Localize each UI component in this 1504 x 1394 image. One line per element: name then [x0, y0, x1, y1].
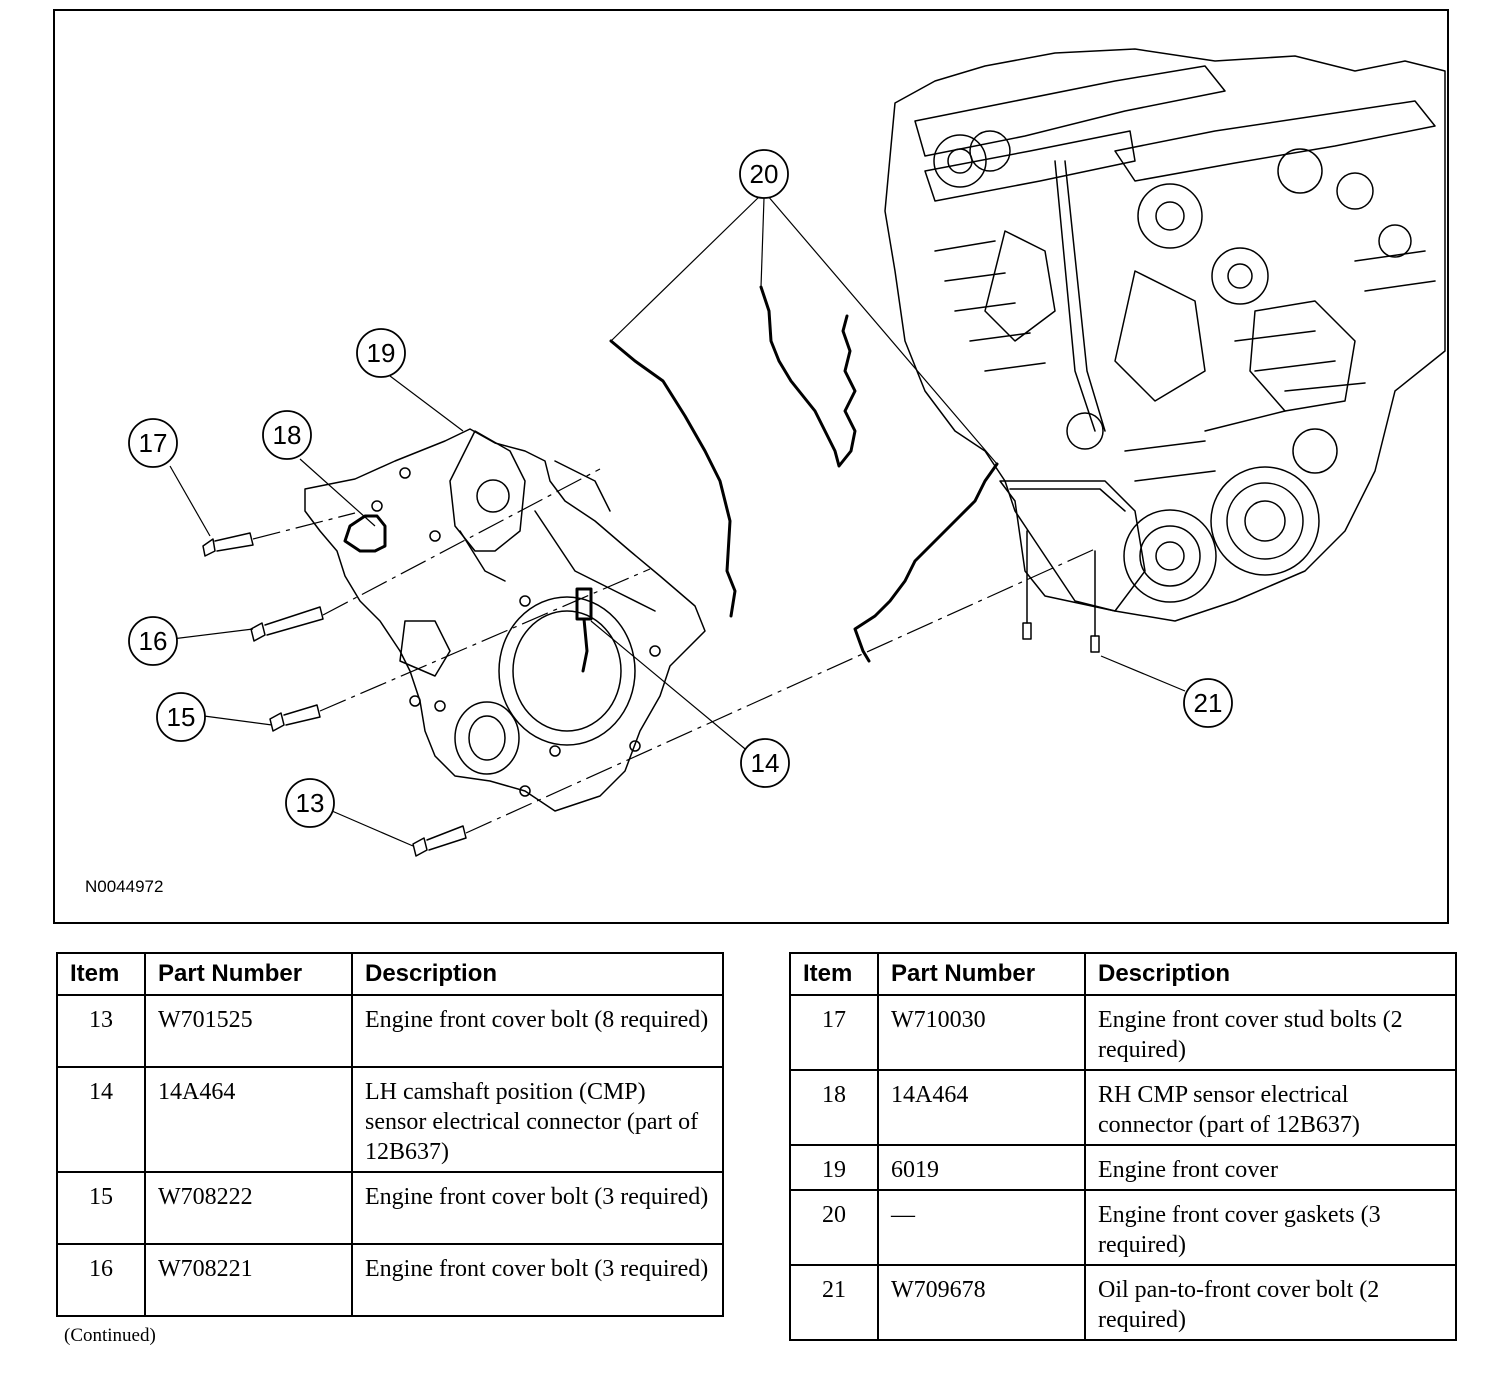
- part-number-cell: W710030: [877, 994, 1086, 1071]
- header-part-number: Part Number: [877, 952, 1086, 996]
- part-number-cell: W701525: [144, 994, 353, 1068]
- table-row: 19 6019 Engine front cover: [789, 1144, 1457, 1191]
- callout-17-circle: [128, 418, 178, 468]
- callout-17: 17: [139, 428, 168, 458]
- figure-id: N0044972: [85, 877, 164, 896]
- callout-20-circle: [739, 149, 789, 199]
- engine-block: [884, 48, 1446, 622]
- callout-13: 13: [296, 788, 325, 818]
- callout-21: 21: [1194, 688, 1223, 718]
- engine-front-cover: [304, 428, 706, 812]
- parts-table-right: Item Part Number Description 17 W710030 …: [789, 952, 1457, 1341]
- engine-front-cover-diagram: 13 14 15 16 17 18 19 20 21: [128, 48, 1446, 857]
- callout-14-circle: [740, 738, 790, 788]
- description-cell: Engine front cover gaskets (3 required): [1084, 1189, 1457, 1266]
- callout-18-circle: [262, 410, 312, 460]
- description-cell: Engine front cover stud bolts (2 require…: [1084, 994, 1457, 1071]
- item-cell: 15: [56, 1171, 146, 1245]
- callout-18: 18: [273, 420, 302, 450]
- part-number-cell: 14A464: [144, 1066, 353, 1173]
- item-cell: 13: [56, 994, 146, 1068]
- lh-cmp-connector: [575, 587, 593, 673]
- item-cell: 17: [789, 994, 879, 1071]
- callout-19-circle: [356, 328, 406, 378]
- part-number-cell: 14A464: [877, 1069, 1086, 1146]
- bolt-16: [250, 606, 324, 642]
- table-row: 13 W701525 Engine front cover bolt (8 re…: [56, 994, 724, 1068]
- description-cell: Oil pan-to-front cover bolt (2 required): [1084, 1264, 1457, 1341]
- table-row: 15 W708222 Engine front cover bolt (3 re…: [56, 1171, 724, 1245]
- callout-15-circle: [156, 692, 206, 742]
- description-cell: RH CMP sensor electrical connector (part…: [1084, 1069, 1457, 1146]
- parts-table-left: Item Part Number Description 13 W701525 …: [56, 952, 724, 1317]
- item-cell: 14: [56, 1066, 146, 1173]
- table-row: 21 W709678 Oil pan-to-front cover bolt (…: [789, 1264, 1457, 1341]
- stud-bolt-17: [202, 532, 254, 557]
- item-cell: 18: [789, 1069, 879, 1146]
- callout-16-circle: [128, 616, 178, 666]
- part-number-cell: W708221: [144, 1243, 353, 1317]
- front-cover-gaskets: [609, 285, 999, 663]
- header-description: Description: [351, 952, 724, 996]
- header-part-number: Part Number: [144, 952, 353, 996]
- description-cell: Engine front cover bolt (3 required): [351, 1243, 724, 1317]
- alignment-lines: [252, 468, 1096, 834]
- continued-note: (Continued): [64, 1325, 156, 1346]
- header-item: Item: [789, 952, 879, 996]
- callout-19: 19: [367, 338, 396, 368]
- item-cell: 20: [789, 1189, 879, 1266]
- callout-20: 20: [750, 159, 779, 189]
- item-cell: 21: [789, 1264, 879, 1341]
- callout-13-circle: [285, 778, 335, 828]
- part-number-cell: —: [877, 1189, 1086, 1266]
- part-number-cell: W709678: [877, 1264, 1086, 1341]
- header-item: Item: [56, 952, 146, 996]
- callout-15: 15: [167, 702, 196, 732]
- description-cell: Engine front cover bolt (8 required): [351, 994, 724, 1068]
- table-row: 20 — Engine front cover gaskets (3 requi…: [789, 1189, 1457, 1266]
- table-row: 14 14A464 LH camshaft position (CMP) sen…: [56, 1066, 724, 1173]
- table-header-row: Item Part Number Description: [56, 952, 724, 996]
- callout-labels: 13 14 15 16 17 18 19 20 21: [139, 159, 1223, 818]
- description-cell: LH camshaft position (CMP) sensor electr…: [351, 1066, 724, 1173]
- exploded-view-figure: 13 14 15 16 17 18 19 20 21 N0044972: [53, 9, 1449, 924]
- item-cell: 16: [56, 1243, 146, 1317]
- table-header-row: Item Part Number Description: [789, 952, 1457, 996]
- callout-16: 16: [139, 626, 168, 656]
- description-cell: Engine front cover: [1084, 1144, 1457, 1191]
- callout-circles: [128, 149, 1233, 828]
- bolt-13: [412, 825, 467, 857]
- item-cell: 19: [789, 1144, 879, 1191]
- table-row: 16 W708221 Engine front cover bolt (3 re…: [56, 1243, 724, 1317]
- table-row: 18 14A464 RH CMP sensor electrical conne…: [789, 1069, 1457, 1146]
- callout-14: 14: [751, 748, 780, 778]
- part-number-cell: W708222: [144, 1171, 353, 1245]
- part-number-cell: 6019: [877, 1144, 1086, 1191]
- rh-cmp-connector: [343, 514, 387, 553]
- oil-pan-bolts: [1022, 530, 1100, 653]
- table-row: 17 W710030 Engine front cover stud bolts…: [789, 994, 1457, 1071]
- leader-lines: [169, 193, 1186, 847]
- bolt-15: [269, 704, 321, 732]
- callout-21-circle: [1183, 678, 1233, 728]
- header-description: Description: [1084, 952, 1457, 996]
- description-cell: Engine front cover bolt (3 required): [351, 1171, 724, 1245]
